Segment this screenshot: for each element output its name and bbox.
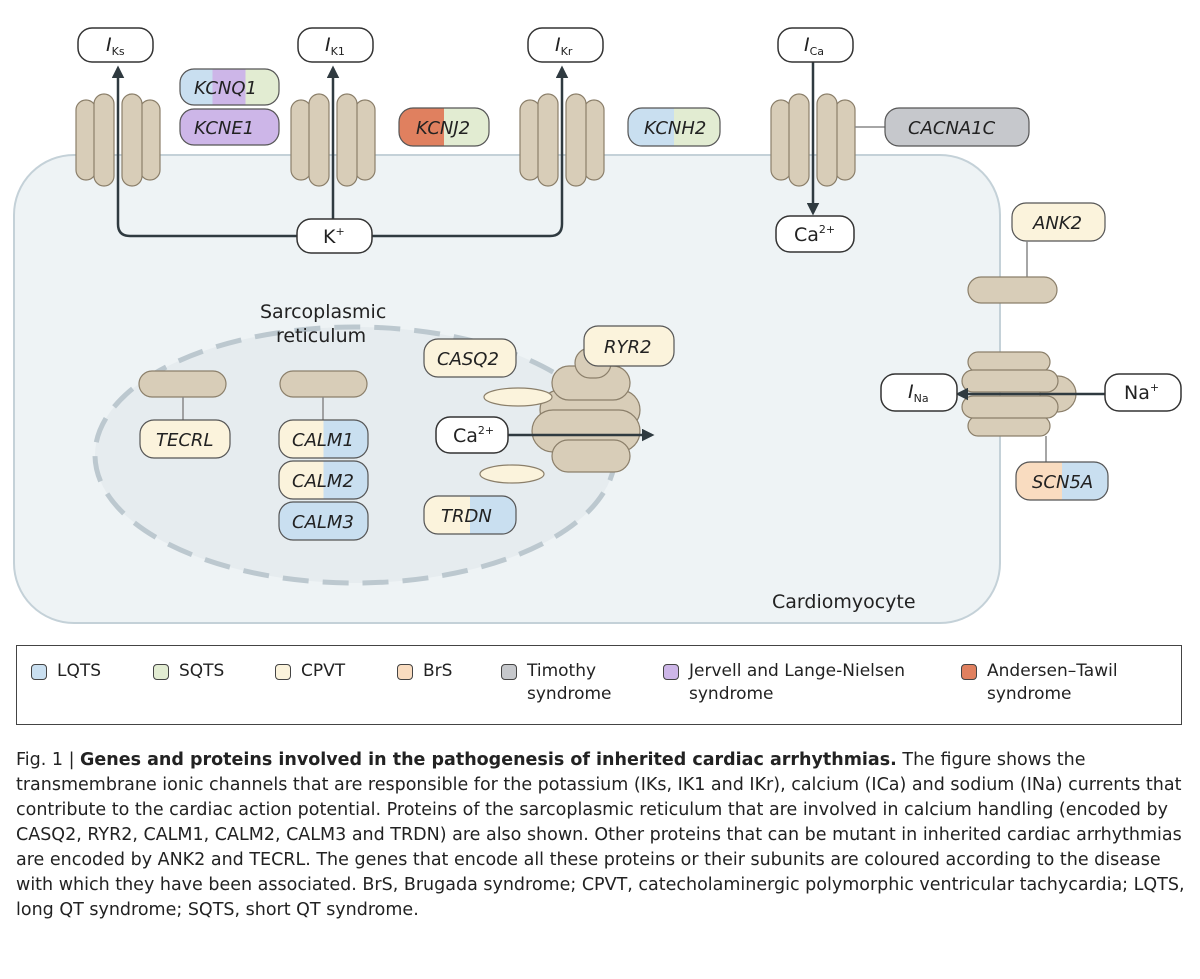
- legend-swatch: [31, 664, 47, 680]
- iks-label: IKs: [77, 27, 154, 63]
- gene-trdn: TRDN: [423, 495, 517, 535]
- svg-text:IK1: IK1: [325, 34, 345, 58]
- ina-label: INa: [880, 373, 958, 412]
- ankyrin-protein: [967, 276, 1058, 304]
- tecrl-protein: [138, 370, 227, 398]
- svg-text:IKr: IKr: [555, 34, 573, 58]
- k-ion-label: K+: [296, 218, 373, 254]
- svg-text:CALM2: CALM2: [292, 471, 354, 492]
- gene-calm3: CALM3: [278, 501, 369, 541]
- svg-text:TECRL: TECRL: [156, 430, 213, 451]
- ryr2-channel: [531, 347, 641, 473]
- gene-kcne1: KCNE1: [179, 108, 280, 146]
- sr-label-line1: Sarcoplasmic: [260, 301, 386, 323]
- svg-text:Ca2+: Ca2+: [453, 424, 494, 447]
- svg-text:CACNA1C: CACNA1C: [908, 118, 996, 139]
- sr-label-line2: reticulum: [276, 325, 366, 347]
- legend-label: BrS: [423, 661, 453, 681]
- gene-tecrl: TECRL: [139, 419, 231, 459]
- gene-ryr2: RYR2: [583, 325, 675, 367]
- svg-text:RYR2: RYR2: [604, 337, 651, 358]
- legend-swatch: [153, 664, 169, 680]
- svg-text:KCNE1: KCNE1: [194, 118, 254, 139]
- legend-item-brs: BrS: [397, 660, 452, 683]
- svg-text:ICa: ICa: [804, 34, 824, 58]
- gene-ank2: ANK2: [1011, 202, 1106, 242]
- gene-scn5a: SCN5A: [1015, 461, 1109, 501]
- svg-text:KCNH2: KCNH2: [644, 118, 706, 139]
- caption-body: The figure shows the transmembrane ionic…: [16, 750, 1185, 920]
- legend-swatch: [275, 664, 291, 680]
- svg-text:K+: K+: [323, 225, 345, 248]
- na-ion-label: Na+: [1104, 373, 1182, 412]
- svg-text:CASQ2: CASQ2: [437, 349, 499, 370]
- gene-kcnq1: KCNQ1: [179, 68, 280, 106]
- cardiomyocyte-label: Cardiomyocyte: [772, 591, 916, 613]
- legend-item-cpvt: CPVT: [275, 660, 345, 683]
- legend-label: SQTS: [179, 661, 225, 681]
- legend-item-sqts: SQTS: [153, 660, 224, 683]
- gene-kcnj2: KCNJ2: [398, 107, 490, 147]
- svg-text:INa: INa: [908, 381, 929, 405]
- legend-swatch: [663, 664, 679, 680]
- gene-casq2: CASQ2: [423, 338, 517, 378]
- svg-text:IKs: IKs: [106, 34, 125, 58]
- gene-calm2: CALM2: [278, 460, 369, 500]
- legend-swatch: [961, 664, 977, 680]
- legend-swatch: [501, 664, 517, 680]
- legend-label: LQTS: [57, 661, 102, 681]
- svg-text:Ca2+: Ca2+: [794, 223, 835, 246]
- caption-title: Genes and proteins involved in the patho…: [80, 750, 897, 770]
- ca-sr-label: Ca2+: [435, 416, 509, 454]
- figure-caption: Fig. 1 | Genes and proteins involved in …: [16, 748, 1186, 923]
- casq2-protein: [483, 387, 553, 407]
- ik1-label: IK1: [297, 27, 374, 63]
- legend-swatch: [397, 664, 413, 680]
- legend-label: CPVT: [301, 661, 346, 681]
- ica-label: ICa: [777, 27, 854, 63]
- ca-extracellular-label: Ca2+: [775, 215, 855, 253]
- ina-channel: [961, 351, 1077, 437]
- legend-item-lqts: LQTS: [31, 660, 101, 683]
- caption-fig-number: Fig. 1 |: [16, 750, 81, 770]
- svg-text:CALM1: CALM1: [292, 430, 354, 451]
- trdn-protein: [479, 464, 545, 484]
- gene-cacna1c: CACNA1C: [884, 107, 1030, 147]
- svg-text:KCNJ2: KCNJ2: [416, 118, 470, 139]
- gene-calm1: CALM1: [278, 419, 369, 459]
- calmodulin-protein: [279, 370, 368, 398]
- arrhythmia-diagram: Cardiomyocyte Sarcoplasmic reticulum IKs…: [13, 27, 1182, 624]
- svg-text:TRDN: TRDN: [441, 506, 492, 527]
- svg-text:ANK2: ANK2: [1032, 213, 1082, 234]
- svg-text:Na+: Na+: [1124, 381, 1159, 404]
- ikr-label: IKr: [527, 27, 604, 63]
- gene-kcnh2: KCNH2: [627, 107, 721, 147]
- svg-text:CALM3: CALM3: [292, 512, 354, 533]
- svg-text:KCNQ1: KCNQ1: [194, 78, 257, 99]
- svg-text:SCN5A: SCN5A: [1032, 472, 1093, 493]
